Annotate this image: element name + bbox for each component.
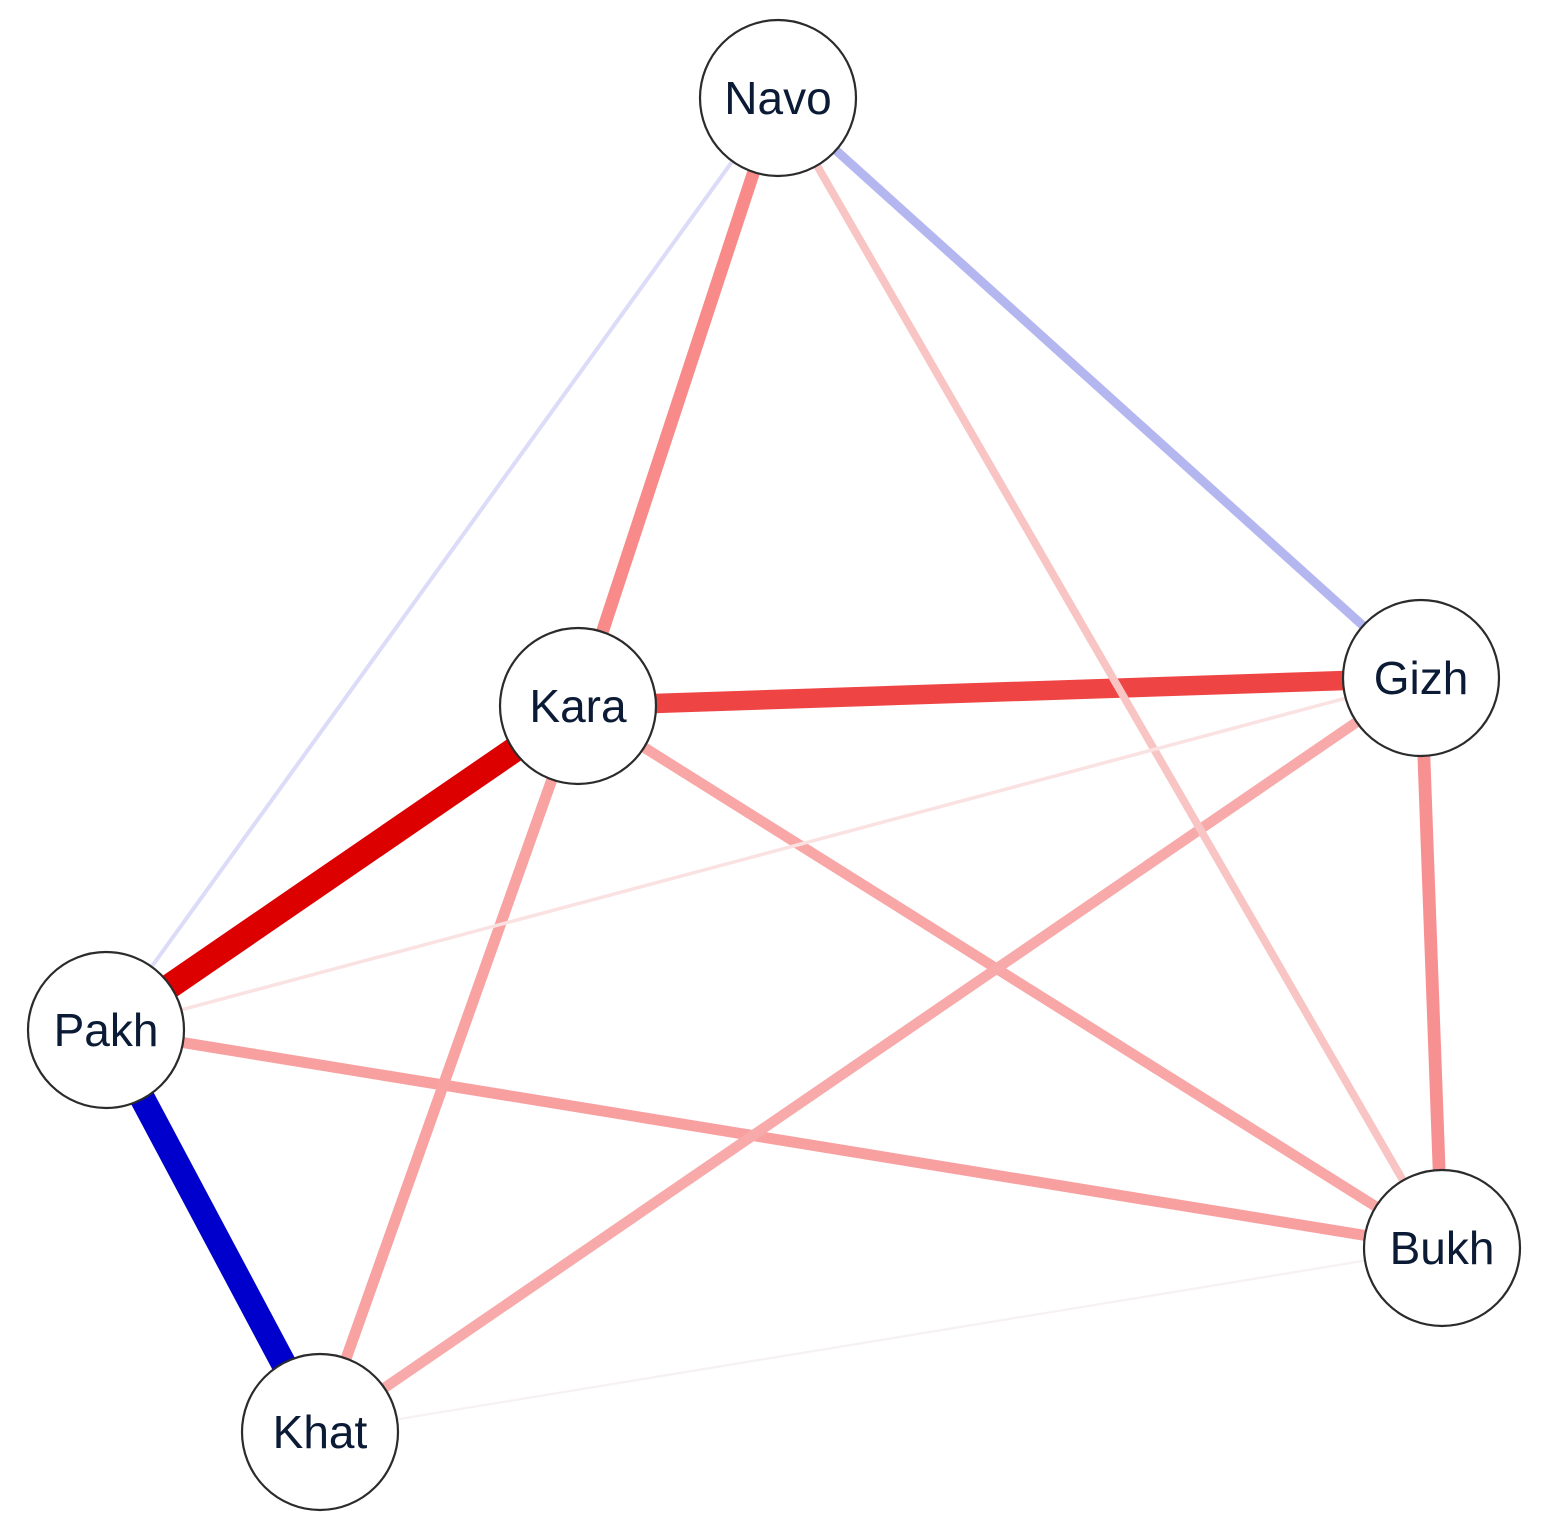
node-label: Pakh <box>54 1004 159 1056</box>
edge-kara-bukh <box>575 701 1445 1253</box>
edge-navo-bukh <box>774 96 1446 1250</box>
node-gizh: Gizh <box>1341 598 1501 758</box>
node-label: Gizh <box>1374 652 1469 704</box>
edge-navo-kara <box>571 96 785 708</box>
node-circle <box>26 950 186 1110</box>
edge-navo-gizh <box>774 94 1425 682</box>
node-circle <box>240 1352 400 1512</box>
node-label: Navo <box>724 72 831 124</box>
node-circle <box>498 626 658 786</box>
edge-pakh-bukh <box>105 1024 1443 1254</box>
edge-gizh-khat <box>317 673 1424 1437</box>
node-khat: Khat <box>240 1352 400 1512</box>
node-label: Bukh <box>1390 1222 1495 1274</box>
node-circle <box>1341 598 1501 758</box>
edge-kara-khat <box>314 704 584 1434</box>
edge-pakh-gizh <box>105 676 1422 1032</box>
node-pakh: Pakh <box>26 950 186 1110</box>
edge-navo-pakh <box>104 96 780 1032</box>
node-label: Kara <box>529 680 627 732</box>
node-kara: Kara <box>498 626 658 786</box>
edge-kara-gizh <box>577 668 1422 716</box>
node-circle <box>698 18 858 178</box>
node-bukh: Bukh <box>1362 1168 1522 1328</box>
node-circle <box>1362 1168 1522 1328</box>
edge-layer <box>94 94 1449 1438</box>
edge-khat-bukh <box>319 1246 1443 1434</box>
edge-pakh-kara <box>98 695 586 1041</box>
node-label: Khat <box>273 1406 368 1458</box>
node-navo: Navo <box>698 18 858 178</box>
edge-gizh-bukh <box>1414 677 1449 1249</box>
